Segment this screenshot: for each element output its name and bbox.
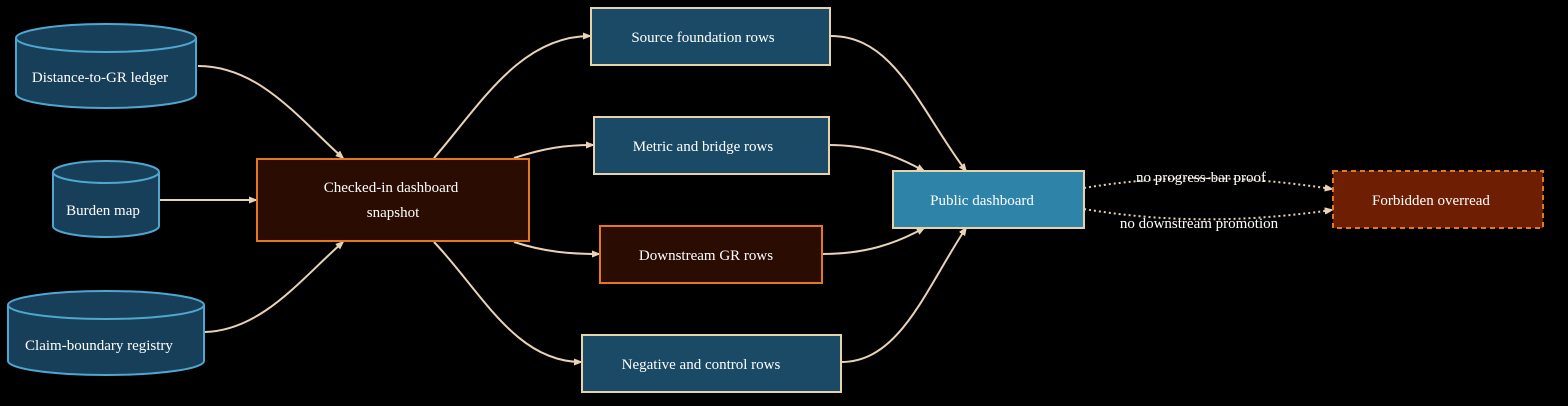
node-claim-registry: Claim-boundary registry <box>7 290 205 376</box>
edge-negative-public <box>840 228 966 363</box>
edge-label-promotion: no downstream promotion <box>1120 216 1279 232</box>
edge-downstream-public <box>821 228 924 255</box>
node-source-rows: Source foundation rows <box>590 7 831 66</box>
node-source-rows-label: Source foundation rows <box>631 30 774 46</box>
node-burden-map: Burden map <box>52 160 160 238</box>
edge-label-progress: no progress-bar proof <box>1136 170 1266 186</box>
node-public-dashboard-label: Public dashboard <box>930 193 1034 209</box>
node-metric-rows-label: Metric and bridge rows <box>633 139 774 155</box>
edge-source-public <box>830 35 966 171</box>
edge-snapshot-metric <box>513 145 593 159</box>
node-forbidden-overread-label: Forbidden overread <box>1372 193 1490 209</box>
node-burden-map-label: Burden map <box>66 203 140 219</box>
edges <box>159 36 1332 362</box>
edge-public-forbidden-progress <box>1083 177 1332 189</box>
node-dashboard-snapshot-line1: Checked-in dashboard <box>324 180 459 196</box>
node-dashboard-snapshot: Checked-in dashboard snapshot <box>256 158 530 242</box>
edge-snapshot-downstream <box>513 241 599 254</box>
edge-public-forbidden-promotion <box>1083 209 1332 221</box>
edge-snapshot-negative <box>433 241 581 362</box>
node-public-dashboard: Public dashboard <box>892 170 1085 229</box>
node-downstream-rows: Downstream GR rows <box>599 225 823 284</box>
node-negative-rows: Negative and control rows <box>581 334 842 393</box>
node-metric-rows: Metric and bridge rows <box>593 116 830 175</box>
node-dashboard-snapshot-line2: snapshot <box>367 205 420 221</box>
node-claim-registry-label: Claim-boundary registry <box>25 338 173 354</box>
edge-registry-snapshot <box>204 242 343 333</box>
node-downstream-rows-label: Downstream GR rows <box>639 248 773 264</box>
node-distance-ledger-label: Distance-to-GR ledger <box>32 70 168 86</box>
edge-snapshot-source <box>433 36 590 159</box>
edge-ledger-snapshot <box>197 65 343 158</box>
node-negative-rows-label: Negative and control rows <box>622 357 781 373</box>
edge-metric-public <box>828 144 924 171</box>
node-forbidden-overread: Forbidden overread <box>1332 170 1544 229</box>
node-distance-ledger: Distance-to-GR ledger <box>15 23 197 109</box>
